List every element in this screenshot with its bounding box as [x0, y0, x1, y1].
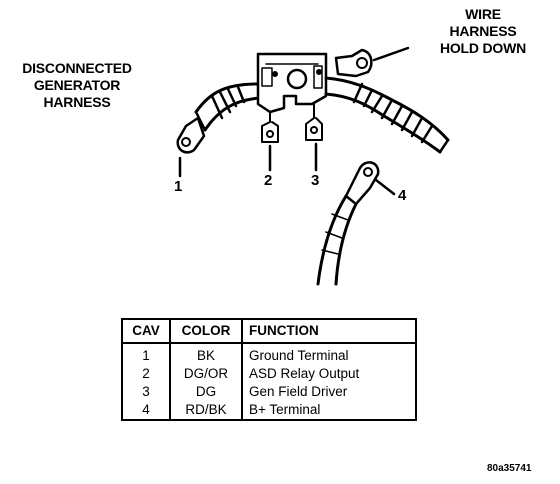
- label-line: HARNESS: [43, 94, 111, 110]
- callout-3: 3: [311, 172, 320, 189]
- cell-function: Ground Terminal: [241, 343, 417, 365]
- terminal-2: [261, 111, 279, 172]
- disconnected-generator-harness-label: DISCONNECTED GENERATOR HARNESS: [2, 60, 152, 111]
- cell-function: ASD Relay Output: [241, 365, 417, 383]
- right-harness-bundle: [324, 76, 450, 154]
- terminal-3: [305, 103, 323, 172]
- label-line: HOLD DOWN: [439, 40, 527, 56]
- figure-id: 80a35741: [487, 463, 532, 474]
- header-cav: CAV: [121, 318, 171, 344]
- table-row: 4 RD/BK B+ Terminal: [121, 401, 417, 421]
- cell-color: DG: [169, 383, 243, 401]
- cell-color: DG/OR: [169, 365, 243, 383]
- cell-color: RD/BK: [169, 401, 243, 421]
- callout-1: 1: [174, 178, 183, 195]
- connector-block: [256, 52, 328, 114]
- table-row: 1 BK Ground Terminal: [121, 343, 417, 365]
- cell-cav: 3: [121, 383, 171, 401]
- cell-cav: 1: [121, 343, 171, 365]
- wire-harness-hold-down-clip: [334, 46, 410, 78]
- table-header-row: CAV COLOR FUNCTION: [121, 318, 417, 344]
- label-line: HARNESS: [449, 23, 517, 39]
- label-line: DISCONNECTED: [22, 60, 132, 76]
- cavity-table: CAV COLOR FUNCTION 1 BK Ground Terminal …: [121, 318, 417, 421]
- cell-cav: 4: [121, 401, 171, 421]
- cell-cav: 2: [121, 365, 171, 383]
- cell-function: Gen Field Driver: [241, 383, 417, 401]
- label-line: WIRE: [465, 6, 501, 22]
- callout-2: 2: [264, 172, 273, 189]
- label-line: GENERATOR: [33, 77, 121, 93]
- table-row: 2 DG/OR ASD Relay Output: [121, 365, 417, 383]
- wire-harness-hold-down-label: WIRE HARNESS HOLD DOWN: [418, 6, 548, 57]
- cell-function: B+ Terminal: [241, 401, 417, 421]
- b-plus-wire: [316, 161, 396, 286]
- header-function: FUNCTION: [241, 318, 417, 344]
- table-row: 3 DG Gen Field Driver: [121, 383, 417, 401]
- disconnected-harness-bundle: [194, 82, 262, 132]
- callout-4: 4: [398, 187, 407, 204]
- header-color: COLOR: [169, 318, 243, 344]
- cell-color: BK: [169, 343, 243, 365]
- ring-terminal-1: [176, 116, 206, 178]
